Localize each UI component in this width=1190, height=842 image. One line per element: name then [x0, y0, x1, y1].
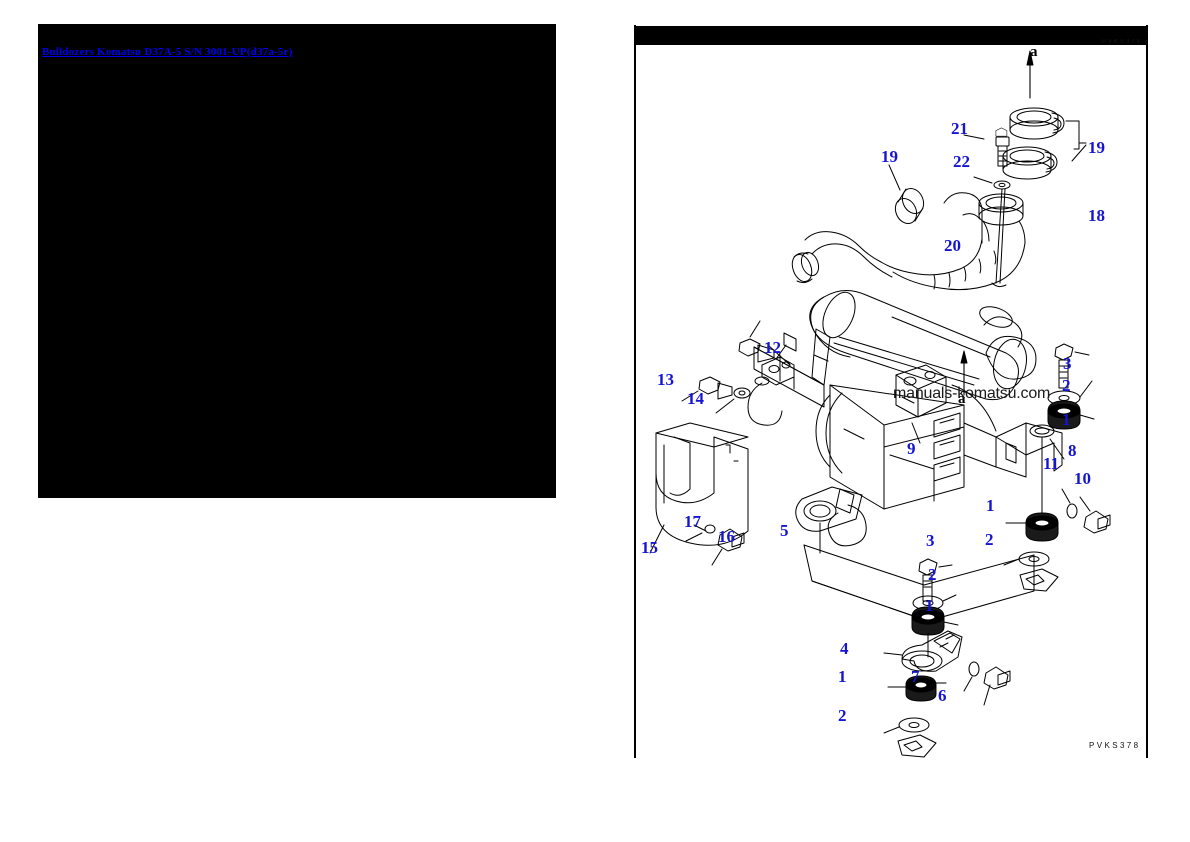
catalog-title-link[interactable]: Bulldozers Komatsu D37A-5 S/N 3001-UP(d3…: [42, 46, 293, 58]
diagram-header-code: PVKS378: [1101, 39, 1142, 45]
callout-number-4: 4: [840, 639, 849, 658]
callout-number-12: 12: [764, 338, 781, 357]
callout-number-9: 9: [907, 439, 916, 458]
parts-exploded-diagram: [649, 50, 1111, 758]
callout-number-22: 22: [953, 152, 970, 171]
callout-number-2: 2: [1062, 376, 1071, 395]
callout-number-14: 14: [687, 389, 704, 408]
section-mark-a: a: [958, 391, 966, 407]
callout-number-6: 6: [938, 686, 947, 705]
callout-number-1: 1: [1062, 410, 1071, 429]
site-watermark: manuals-komatsu.com: [893, 385, 1051, 402]
drawing-code-label: PVKS378: [1089, 741, 1141, 750]
callout-number-3: 3: [1063, 354, 1072, 373]
callout-number-21: 21: [951, 119, 968, 138]
callout-number-19: 19: [881, 147, 898, 166]
callout-number-19: 19: [1088, 138, 1105, 157]
callout-number-2: 2: [985, 530, 994, 549]
callout-number-10: 10: [1074, 469, 1091, 488]
diagram-frame: [634, 25, 1148, 758]
callout-number-5: 5: [780, 521, 789, 540]
callout-number-11: 11: [1043, 454, 1060, 473]
callout-number-1: 1: [925, 596, 934, 615]
callout-number-3: 3: [926, 531, 935, 550]
callout-number-2: 2: [838, 706, 847, 725]
preview-thumbnail-panel: Bulldozers Komatsu D37A-5 S/N 3001-UP(d3…: [38, 24, 556, 498]
callout-number-13: 13: [657, 370, 674, 389]
callout-number-15: 15: [641, 538, 658, 557]
callout-number-1: 1: [838, 667, 847, 686]
callout-number-2: 2: [928, 565, 937, 584]
callout-number-1: 1: [986, 496, 995, 515]
section-mark-a: a: [1030, 44, 1038, 60]
callout-number-18: 18: [1088, 206, 1105, 225]
callout-number-16: 16: [718, 527, 735, 546]
callout-number-7: 7: [911, 667, 920, 686]
callout-number-20: 20: [944, 236, 961, 255]
callout-number-8: 8: [1068, 441, 1077, 460]
diagram-header-bar: PVKS378: [636, 26, 1146, 45]
callout-number-17: 17: [684, 512, 701, 531]
